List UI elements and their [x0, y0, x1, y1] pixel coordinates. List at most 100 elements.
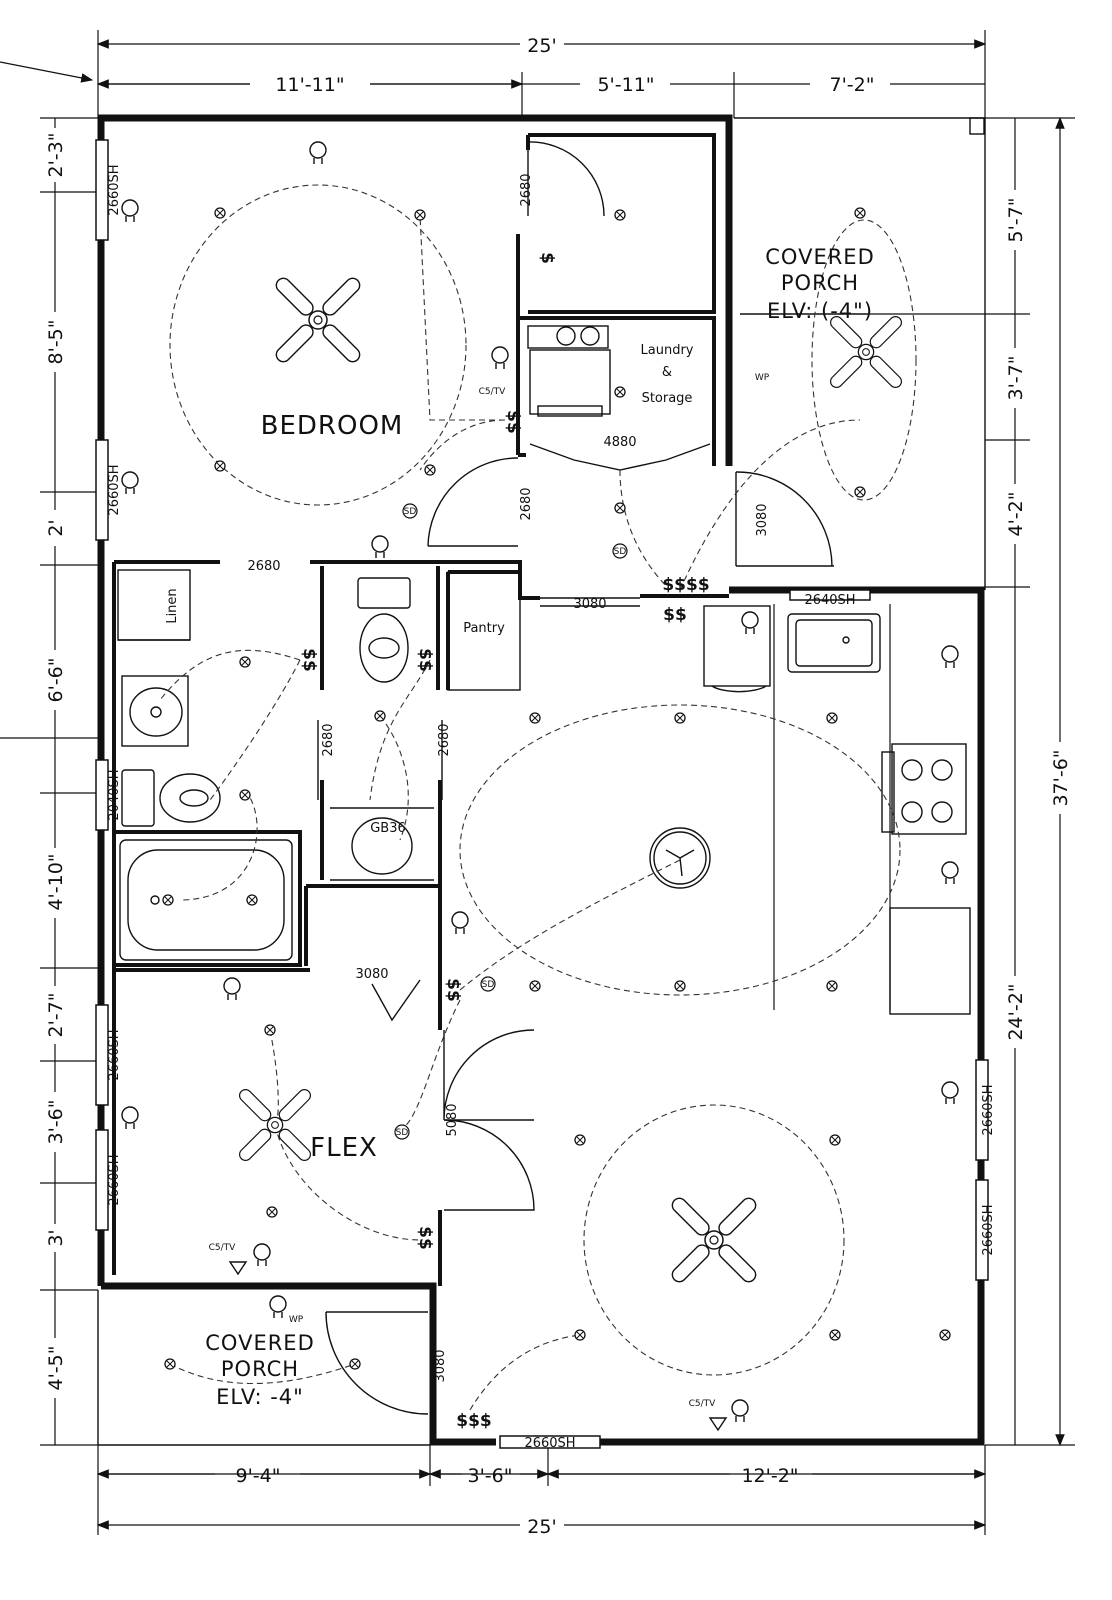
ceiling-fan-icon — [668, 1194, 760, 1286]
light-icon — [239, 789, 251, 801]
door-label: 2680 — [519, 173, 534, 206]
light-icon — [214, 207, 226, 219]
svg-text:SD: SD — [614, 547, 627, 557]
right-dim-3: 4'-2" — [1005, 492, 1027, 537]
windows: 2660SH 2660SH 2040SH 2660SH 2660SH 2660S… — [95, 139, 996, 1451]
left-dim-1: 2'-3" — [45, 133, 67, 178]
light-icon — [414, 209, 426, 221]
outlet-icon — [223, 977, 241, 1001]
light-icon — [939, 1329, 951, 1341]
left-dim-3: 2' — [45, 519, 67, 536]
switch-symbol: $ — [537, 252, 557, 264]
light-icon — [574, 1329, 586, 1341]
room-label-laundry-amp: & — [662, 365, 672, 380]
outlet-icon — [491, 346, 509, 370]
room-label-porch-bottom: COVERED — [205, 1331, 315, 1355]
outlet-icon — [941, 645, 959, 669]
door-label: 2680 — [519, 487, 534, 520]
outlet-icon — [121, 471, 139, 495]
door-label: 2680 — [247, 559, 280, 574]
window-label: 2660SH — [107, 1154, 122, 1205]
bottom-dim-3: 12'-2" — [741, 1465, 798, 1487]
left-dim-8: 3' — [45, 1229, 67, 1246]
switch-symbol: $$$ — [456, 1411, 492, 1431]
bottom-dim-2: 3'-6" — [468, 1465, 513, 1487]
outlet-icon — [451, 911, 469, 935]
top-dimensions: 25' 11'-11" 5'-11" 7'-2" — [0, 30, 987, 118]
light-icon — [614, 502, 626, 514]
left-dimensions: 2'-3" 8'-5" 2' 6'-6" 4'-10" 2'-7" 3'-6" … — [0, 117, 98, 1446]
outlet-icon — [731, 1399, 749, 1423]
light-icon — [349, 1358, 361, 1370]
light-icon — [854, 486, 866, 498]
room-label-porch-top-elv: ELV: (-4") — [767, 299, 873, 323]
fixture-label: GB36 — [370, 821, 406, 836]
top-dim-2: 5'-11" — [597, 74, 654, 96]
room-label-porch-bottom-elv: ELV: -4" — [216, 1385, 304, 1409]
left-dim-4: 6'-6" — [45, 658, 67, 703]
switch-symbol: $$$$ — [662, 575, 709, 595]
outlet-icon — [121, 1106, 139, 1130]
door-label: 5080 — [445, 1103, 460, 1136]
switch-symbol: $$ — [503, 410, 523, 434]
door-label: 2680 — [321, 723, 336, 756]
door-label: 3080 — [573, 597, 606, 612]
window-label: 2040SH — [107, 769, 122, 820]
light-icon — [829, 1329, 841, 1341]
bottom-dimensions: 9'-4" 3'-6" 12'-2" 25' — [96, 1445, 987, 1538]
window-label: 2660SH — [981, 1084, 996, 1135]
light-icon — [529, 712, 541, 724]
overall-top-dim: 25' — [527, 35, 556, 57]
light-icon — [826, 980, 838, 992]
right-overall-dim: 37'-6" — [1050, 749, 1072, 806]
room-label-laundry: Laundry — [641, 343, 694, 358]
ceiling-fan-icon — [236, 1086, 314, 1164]
light-icon — [246, 894, 258, 906]
outlet-icon — [941, 1081, 959, 1105]
left-dim-9: 4'-5" — [45, 1346, 67, 1391]
switch-symbol: $$ — [415, 648, 435, 672]
left-dim-7: 3'-6" — [45, 1100, 67, 1145]
light-icon — [829, 1134, 841, 1146]
interior-walls — [112, 133, 729, 1286]
light-icon — [674, 980, 686, 992]
doors: 2680 2680 4880 3080 3080 2680 2680 2680 … — [130, 141, 834, 1415]
light-icon — [162, 894, 174, 906]
ceiling-fan-icon — [272, 274, 364, 366]
right-dim-1: 5'-7" — [1005, 198, 1027, 243]
room-label-flex: FLEX — [310, 1133, 378, 1163]
light-icon — [574, 1134, 586, 1146]
outlet-icon — [309, 141, 327, 165]
left-dim-6: 2'-7" — [45, 993, 67, 1038]
door-label: 3080 — [433, 1349, 448, 1382]
right-dimensions: 5'-7" 3'-7" 4'-2" 24'-2" 37'-6" — [870, 116, 1075, 1447]
door-label: 3080 — [355, 967, 388, 982]
electrical-symbols: SD SD SD SD C5/TV C5/TV C5/TV WP WP $ $$… — [121, 141, 959, 1432]
light-icon — [264, 1024, 276, 1036]
room-label-storage: Storage — [642, 391, 693, 406]
outlet-icon — [741, 611, 759, 635]
c5tv-label: C5/TV — [689, 1399, 717, 1409]
right-dim-4: 24'-2" — [1005, 983, 1027, 1040]
switch-symbol: $$ — [415, 1226, 435, 1250]
room-label-porch-top: COVERED — [765, 245, 875, 269]
top-dim-1: 11'-11" — [275, 74, 344, 96]
right-dim-2: 3'-7" — [1005, 356, 1027, 401]
outlet-icon — [941, 861, 959, 885]
wp-label: WP — [289, 1315, 304, 1325]
top-dim-3: 7'-2" — [830, 74, 875, 96]
room-label-bedroom: BEDROOM — [261, 411, 404, 441]
light-icon — [164, 1358, 176, 1370]
ceiling-fan-icon — [827, 313, 905, 391]
room-label-porch-bottom-2: PORCH — [221, 1357, 299, 1381]
light-icon — [214, 460, 226, 472]
light-icon — [424, 464, 436, 476]
wiring — [159, 184, 917, 1411]
door-label: 3080 — [755, 503, 770, 536]
door-label: 4880 — [603, 435, 636, 450]
wp-label: WP — [755, 373, 770, 383]
outlet-icon — [371, 535, 389, 559]
room-labels: BEDROOM FLEX Laundry & Storage Linen Pan… — [165, 245, 875, 1409]
left-dim-5: 4'-10" — [45, 853, 67, 910]
